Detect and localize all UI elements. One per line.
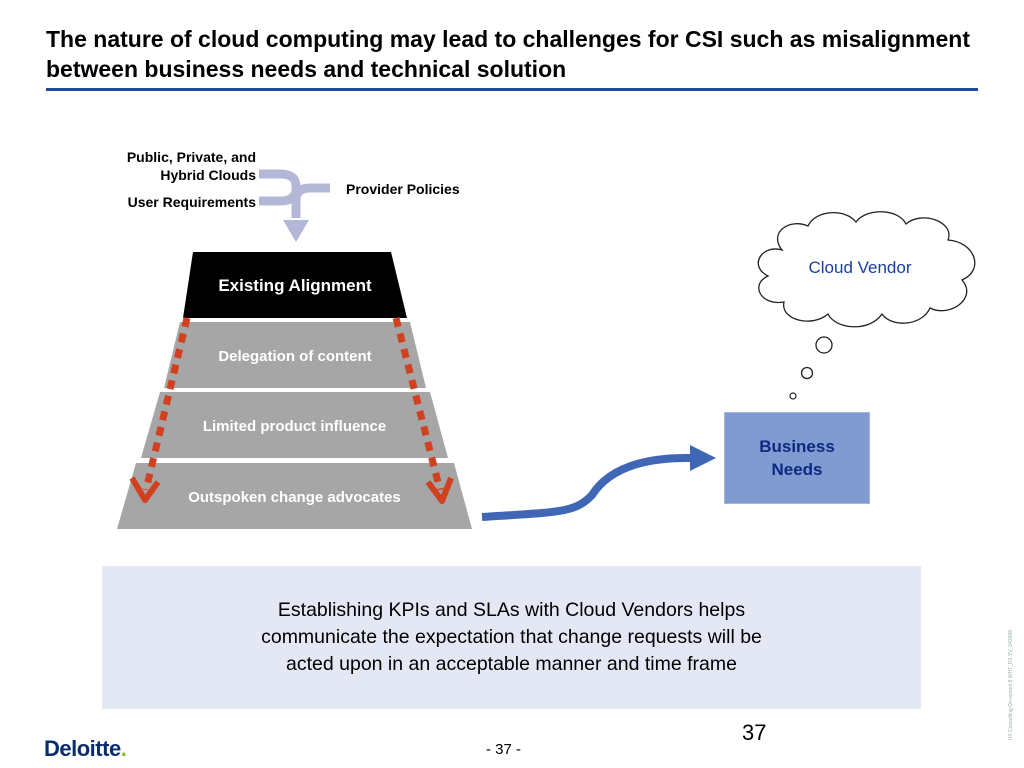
deloitte-logo: Deloitte. xyxy=(44,736,127,762)
slide-title: The nature of cloud computing may lead t… xyxy=(46,26,970,82)
tier-label-delegation-of-content: Delegation of content xyxy=(218,348,372,365)
business-needs-label: Business Needs xyxy=(759,437,835,479)
logo-dot: . xyxy=(120,736,127,761)
dashed-arrow-right xyxy=(392,317,454,504)
dashed-arrow-left xyxy=(129,317,191,503)
page-number-large: 37 xyxy=(742,720,767,745)
clouds-label: Public, Private, and Hybrid Clouds xyxy=(126,149,256,183)
thought-bubble-large xyxy=(815,336,833,354)
title-underline xyxy=(46,88,978,91)
curved-arrowhead xyxy=(690,445,716,471)
side-note: US Consulting On-screen 8 WHT_R1 SV_0430… xyxy=(1008,630,1014,741)
tier-label-existing-alignment: Existing Alignment xyxy=(218,276,372,295)
tier-limited-product-influence xyxy=(141,392,448,458)
tier-label-outspoken-change-advocates: Outspoken change advocates xyxy=(188,489,401,506)
page-number: - 37 - xyxy=(486,741,522,758)
thought-bubble-medium xyxy=(800,366,814,380)
provider-policies-label: Provider Policies xyxy=(346,181,460,197)
tier-label-limited-product-influence: Limited product influence xyxy=(202,418,387,435)
user-requirements-label: User Requirements xyxy=(127,194,256,210)
logo-text: Deloitte xyxy=(44,736,121,761)
tier-delegation-of-content xyxy=(164,322,426,388)
callout-box: Establishing KPIs and SLAs with Cloud Ve… xyxy=(102,566,921,709)
cloud-shape xyxy=(757,211,976,328)
callout-text: Establishing KPIs and SLAs with Cloud Ve… xyxy=(261,599,762,675)
thought-bubble-small xyxy=(789,392,797,400)
cloud-vendor-label: Cloud Vendor xyxy=(808,258,912,277)
merge-arrowhead xyxy=(283,220,309,242)
tier-outspoken-change-advocates xyxy=(117,463,472,529)
curved-arrow xyxy=(481,453,693,521)
merge-arrow xyxy=(259,169,330,218)
tier-existing-alignment xyxy=(183,252,407,318)
business-needs-box: Business Needs xyxy=(724,412,870,504)
